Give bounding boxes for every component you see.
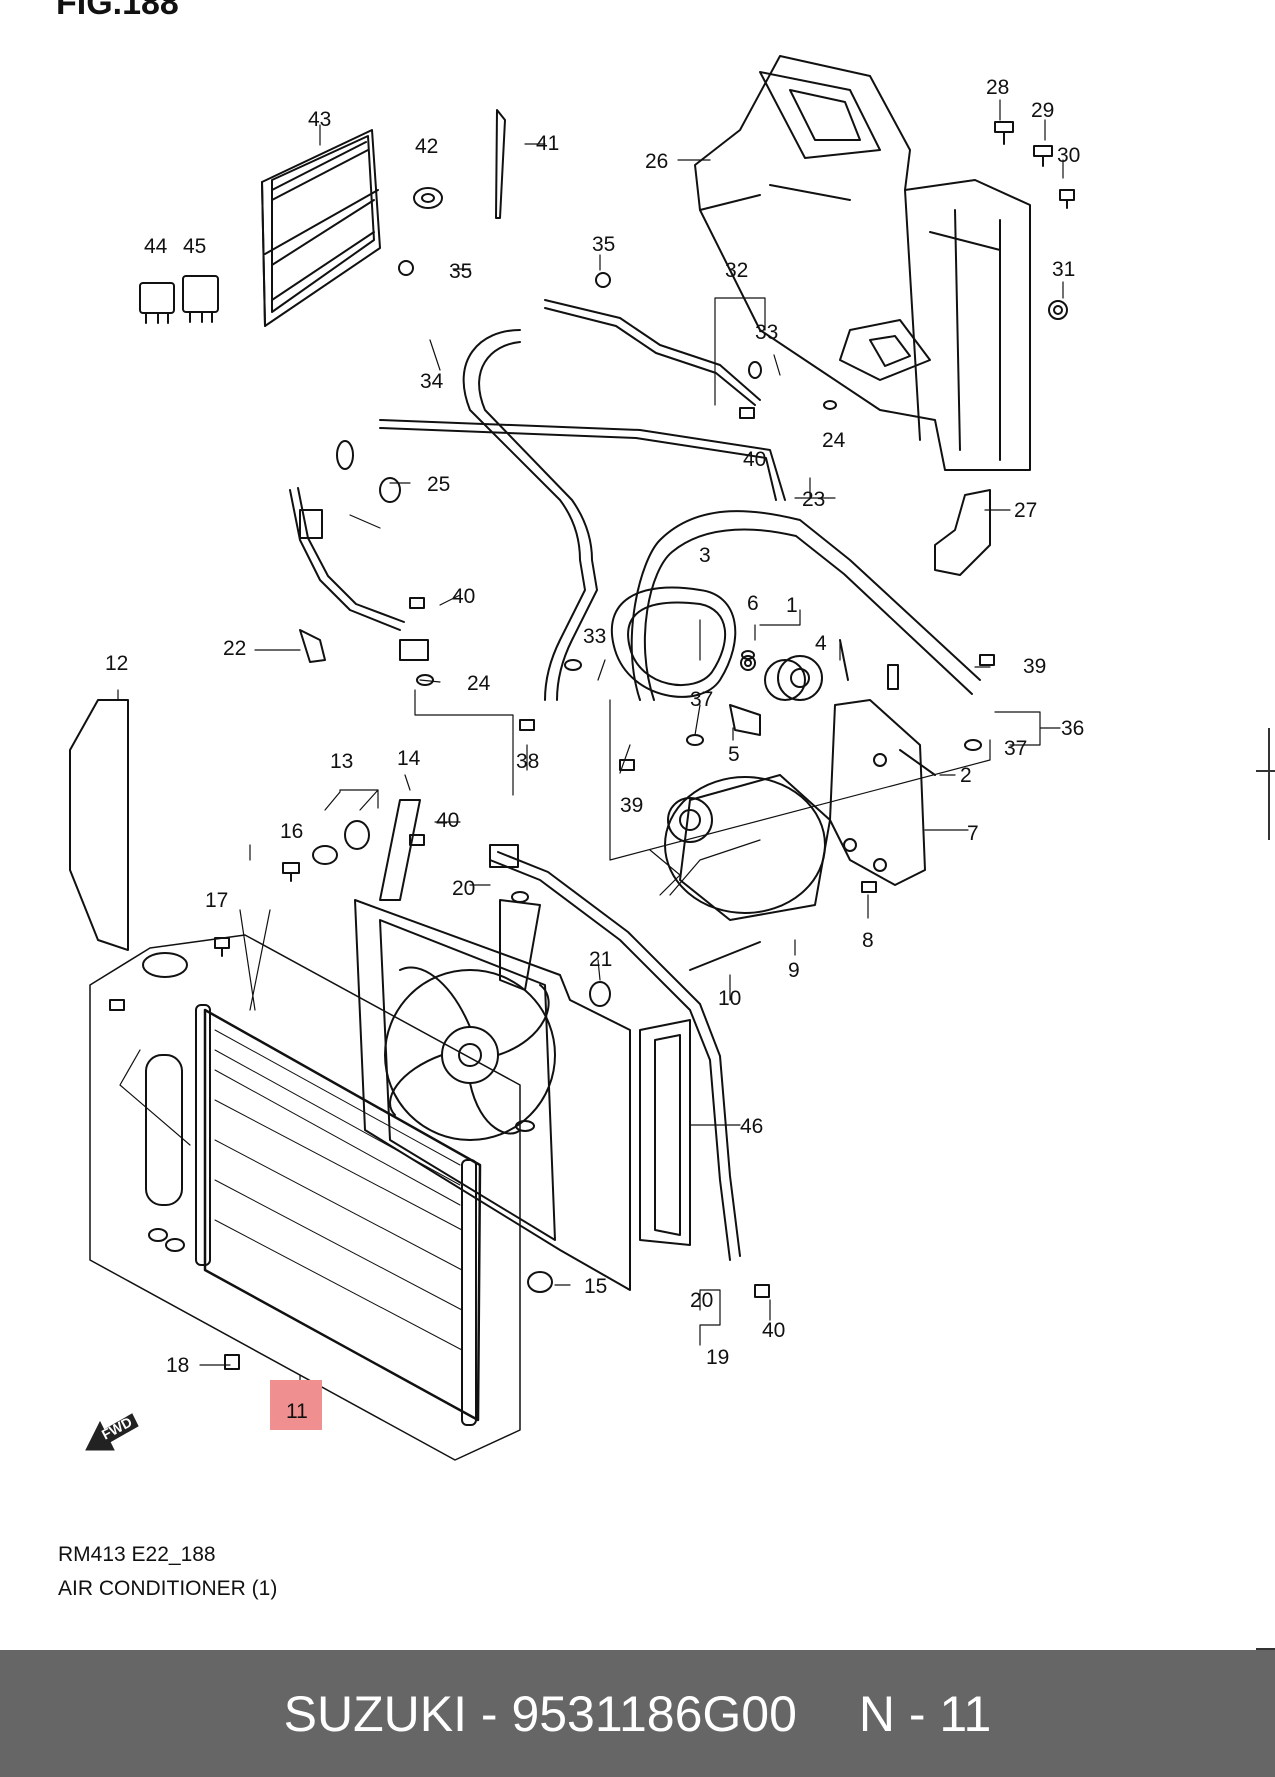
receiver-drier-drawing	[142, 952, 188, 1252]
footer-part-number: SUZUKI - 9531186G00	[283, 1685, 797, 1742]
bracket-14-drawing	[379, 799, 421, 901]
callout-10: 10	[718, 987, 741, 1010]
compressor-bracket-drawing	[829, 699, 926, 886]
callout-19: 19	[706, 1346, 729, 1369]
callout-33b: 33	[583, 625, 606, 648]
fastener-drawings	[398, 121, 1075, 320]
callout-43: 43	[308, 108, 331, 131]
callout-37b: 37	[690, 688, 713, 711]
small-fastener-drawings	[109, 361, 995, 1370]
fwd-arrow-icon: FWD	[85, 1413, 139, 1451]
mount-13-drawing	[344, 820, 370, 850]
callout-46: 46	[740, 1115, 763, 1138]
leader-lines	[117, 99, 1064, 1421]
callout-42: 42	[415, 135, 438, 158]
callout-23: 23	[802, 488, 825, 511]
caption-code: RM413 E22_188	[58, 1543, 216, 1566]
callout-9: 9	[788, 959, 800, 982]
figure-label: FIG.188	[56, 0, 179, 22]
callout-15: 15	[584, 1275, 607, 1298]
callout-41: 41	[536, 132, 559, 155]
side-cover-drawing	[69, 699, 129, 951]
grommet-drawing	[413, 187, 443, 209]
edge-marker	[1268, 728, 1270, 840]
parts-diagram: FWD 1 2 3 4 5 6 7 8 9 10 11 12 13 14 15 …	[69, 55, 1084, 1461]
edge-marker	[1256, 1648, 1275, 1650]
callout-1: 1	[786, 594, 798, 617]
callout-27: 27	[1014, 499, 1037, 522]
callout-40d: 40	[762, 1319, 785, 1342]
callout-40a: 40	[452, 585, 475, 608]
callout-4: 4	[815, 632, 827, 655]
callout-31: 31	[1052, 258, 1075, 281]
callout-35a: 35	[449, 260, 472, 283]
callout-30: 30	[1057, 144, 1080, 167]
evaporator-unit-drawing	[694, 55, 1031, 471]
callout-20b: 20	[690, 1289, 713, 1312]
cabin-filter-drawing	[261, 129, 381, 327]
callout-40c: 40	[436, 809, 459, 832]
callout-25: 25	[427, 473, 450, 496]
edge-marker	[1256, 770, 1275, 772]
callout-20a: 20	[452, 877, 475, 900]
callout-6: 6	[747, 592, 759, 615]
caption-title: AIR CONDITIONER (1)	[58, 1577, 278, 1600]
callout-12: 12	[105, 652, 128, 675]
cable-tie-drawing	[495, 109, 506, 219]
callout-5: 5	[728, 743, 740, 766]
callout-24b: 24	[467, 672, 491, 695]
callout-24a: 24	[822, 429, 846, 452]
callout-22: 22	[223, 637, 246, 660]
callout-39b: 39	[620, 794, 643, 817]
callout-29: 29	[1031, 99, 1054, 122]
relay-drawings	[139, 275, 219, 324]
callout-36: 36	[1061, 717, 1084, 740]
callout-40b: 40	[743, 448, 766, 471]
callout-28: 28	[986, 76, 1009, 99]
callout-2: 2	[960, 764, 972, 787]
callout-35b: 35	[592, 233, 615, 256]
ac-hoses-drawing	[289, 299, 981, 701]
callout-37a: 37	[1004, 737, 1027, 760]
callout-17: 17	[205, 889, 228, 912]
footer-quantity: N - 11	[858, 1685, 992, 1742]
callout-34: 34	[420, 370, 444, 393]
footer-bar: SUZUKI - 9531186G00 N - 11	[0, 1650, 1275, 1777]
callout-32: 32	[725, 259, 748, 282]
callout-14: 14	[397, 747, 421, 770]
callout-38: 38	[516, 750, 539, 773]
callout-11: 11	[286, 1400, 308, 1423]
callout-33a: 33	[755, 321, 778, 344]
callout-3: 3	[699, 544, 711, 567]
callout-16: 16	[280, 820, 303, 843]
liquid-pipe-drawing	[489, 859, 731, 1261]
callout-7: 7	[967, 822, 979, 845]
callout-44: 44	[144, 235, 168, 258]
fan-shroud-drawing	[354, 899, 691, 1291]
callout-45: 45	[183, 235, 206, 258]
bracket-drawing	[934, 489, 991, 576]
callout-26: 26	[645, 150, 668, 173]
callout-39a: 39	[1023, 655, 1046, 678]
callout-8: 8	[862, 929, 874, 952]
highlight-box	[270, 1380, 322, 1430]
callout-labels: 1 2 3 4 5 6 7 8 9 10 11 12 13 14 15 16 1…	[105, 76, 1084, 1423]
callout-13: 13	[330, 750, 353, 773]
callout-18: 18	[166, 1354, 189, 1377]
callout-21: 21	[589, 948, 612, 971]
